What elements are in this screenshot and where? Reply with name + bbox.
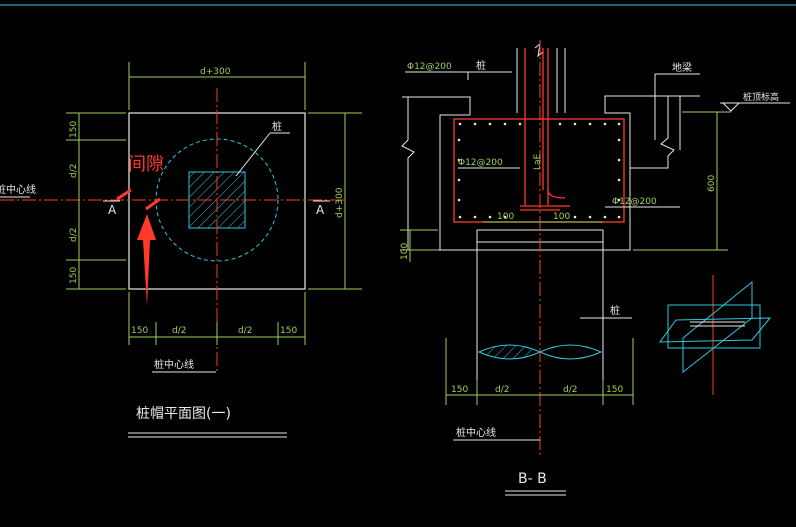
ground-beam-label: 地梁 [672,61,692,74]
section-bottom-dim-4: 150 [606,385,623,395]
rebar-top-label: Φ12@200 [407,62,452,72]
pile-cap-plan-view: d+300 d+300 150 d/2 d/2 150 150 d/2 d/2 … [0,62,362,438]
rebar-hook-right [547,189,566,199]
section-mark-left: A [108,203,117,217]
left-dim-text-2: d/2 [69,164,79,178]
dim-100-inner-left: 100 [497,212,514,222]
bottom-dim-text-2: d/2 [172,326,186,336]
pile-leader-line [235,132,271,177]
dim-600-text: 600 [707,175,717,192]
center-line-left-label: 桩中心线 [0,183,36,196]
gap-arrow [137,214,156,306]
section-title: B- B [518,471,547,487]
left-dim-text-1: 150 [69,121,79,138]
gap-annotation-text: 间隙 [128,154,164,175]
ground-level-label: 桩顶标高 [743,91,779,103]
section-center-label: 桩中心线 [456,426,496,439]
left-dim-text-4: 150 [69,267,79,284]
section-bottom-dim-1: 150 [451,385,468,395]
column-break-mark [534,42,544,58]
section-bottom-dim-3: d/2 [563,385,577,395]
skewed-sketch [659,275,772,395]
left-break-line [401,97,440,251]
right-rebar-label: Φ12@200 [612,197,657,207]
section-bb-view: Φ12@200 桩 地梁 桩顶标高 Φ12@200 LaE Φ12@200 60… [400,40,790,496]
lae-label: LaE [533,153,543,170]
pile-label-top: 桩 [476,59,486,72]
bottom-dim-text-3: d/2 [238,326,252,336]
level-symbol [721,102,741,112]
dim-100-inner-right: 100 [553,212,570,222]
rebar-dots [457,122,621,219]
right-break-line [630,96,675,169]
sketch-plane-1 [667,304,761,349]
bottom-dim-text-4: 150 [280,326,297,336]
sketch-plane-3 [682,280,753,374]
sketch-plane-2 [659,317,772,343]
pile-label: 桩 [272,120,282,133]
gap-mark-left [116,188,132,201]
right-dim-text: d+300 [335,187,345,218]
gap-mark-right [145,197,161,211]
top-dim-text: d+300 [200,67,231,77]
pile-label-mid: 桩 [610,304,620,317]
plan-title: 桩帽平面图(一) [136,405,231,422]
section-mark-right: A [316,203,325,217]
pile-cut-open [538,344,603,360]
pile-cut-hatched [477,344,542,360]
bottom-dim-text-1: 150 [131,326,148,336]
left-dim-text-3: d/2 [69,228,79,242]
rebar-mid-label: Φ12@200 [458,158,503,168]
section-bottom-dim-2: d/2 [495,385,509,395]
center-line-bottom-label: 桩中心线 [154,358,194,371]
cap-outline [402,95,700,251]
dim-100-left-text: 100 [400,243,410,260]
